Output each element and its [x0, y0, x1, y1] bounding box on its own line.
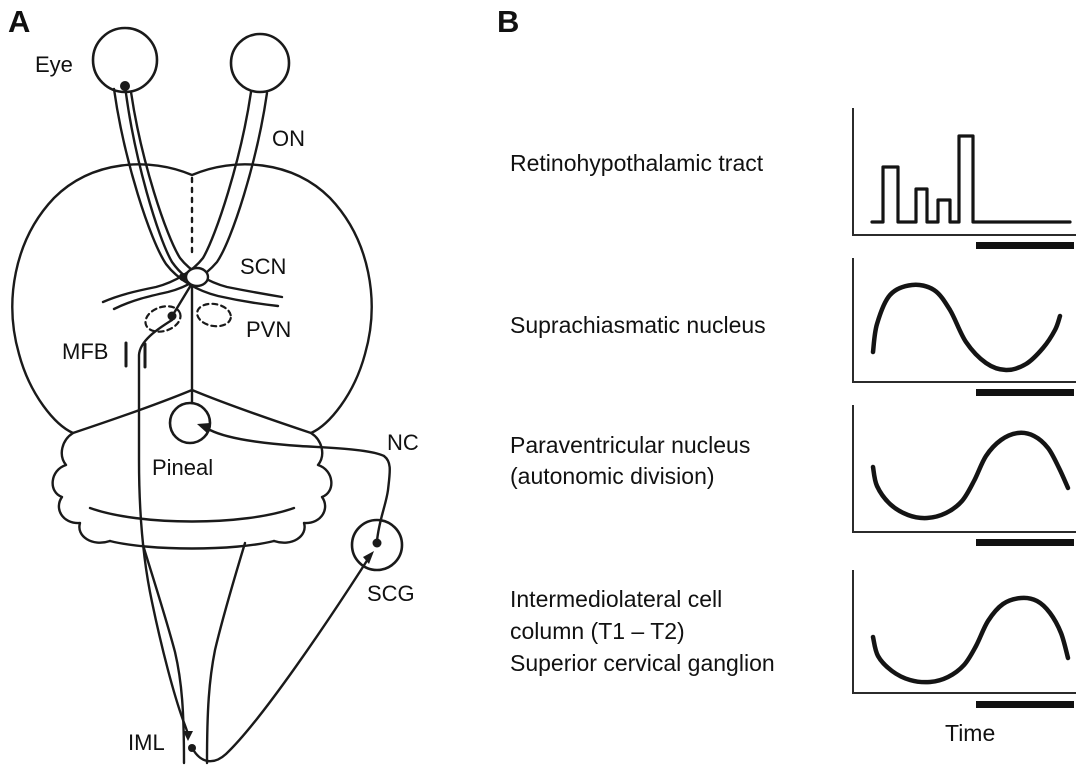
- dark-phase-bar: [976, 701, 1074, 708]
- label-iml: IML: [128, 730, 165, 755]
- plot-retinohypothalamic-tract: [852, 108, 1076, 249]
- optic-nerve-right-outline-a: [101, 90, 253, 304]
- activity-trace: [870, 282, 1063, 373]
- row-label-line: Superior cervical ganglion: [510, 650, 775, 676]
- pvn-synapse-dot: [167, 311, 177, 321]
- retinohypothalamic-axon: [123, 84, 187, 278]
- cerebellum-right-lobes: [272, 431, 333, 544]
- dark-phase-bar: [976, 242, 1074, 249]
- scg-ganglion: [350, 518, 404, 572]
- pvn-ellipse-left: [144, 305, 182, 333]
- activity-trace: [870, 134, 1072, 224]
- activity-trace: [870, 430, 1071, 521]
- label-mfb: MFB: [62, 339, 109, 364]
- scn-node: [184, 266, 210, 288]
- plot-axes: [852, 570, 1076, 694]
- cerebellum-bottom-edge: [108, 539, 276, 550]
- plot-paraventricular-nucleus: [852, 405, 1076, 546]
- scn-to-pvn-fiber: [172, 283, 193, 315]
- label-eye: Eye: [35, 52, 73, 77]
- label-pvn: PVN: [246, 317, 292, 342]
- scg-neuron-dot: [372, 538, 382, 548]
- spinal-cord-right-edge: [205, 541, 247, 765]
- row-label-scn: Suprachiasmatic nucleus: [510, 310, 840, 341]
- row-label-line: Intermediolateral cell: [510, 586, 723, 612]
- activity-trace: [870, 595, 1071, 685]
- iml-to-scg-fiber: [192, 557, 370, 763]
- brain-pathway-diagram: [11, 26, 404, 765]
- scg-arrowhead: [363, 551, 374, 564]
- dark-phase-bar: [976, 539, 1074, 546]
- right-eye: [229, 32, 291, 94]
- plot-axes: [852, 405, 1076, 533]
- panel-b-label: B: [497, 4, 520, 39]
- mfb-descending-fiber: [137, 318, 190, 737]
- row-label-line: (autonomic division): [510, 463, 715, 489]
- dark-phase-bar: [976, 389, 1074, 396]
- pvn-ellipse-right: [196, 302, 232, 328]
- nervus-conarii-fiber: [208, 428, 391, 543]
- panel-a-label: A: [8, 4, 31, 39]
- row-label-line: Paraventricular nucleus: [510, 432, 751, 458]
- label-nc: NC: [387, 430, 419, 455]
- row-label-line: column (T1 – T2): [510, 618, 685, 644]
- row-label-line: Retinohypothalamic tract: [510, 150, 764, 176]
- label-scn: SCN: [240, 254, 287, 279]
- plot-axes: [852, 108, 1076, 236]
- row-label-pvn: Paraventricular nucleus (autonomic divis…: [510, 430, 840, 492]
- chiasm-terminal-dot: [179, 273, 187, 281]
- cerebellum-left-lobes: [51, 431, 112, 544]
- row-label-rht: Retinohypothalamic tract: [510, 148, 840, 179]
- optic-nerve-left-outline-b: [129, 90, 284, 299]
- pineal-gland: [168, 401, 212, 445]
- label-scg: SCG: [367, 581, 415, 606]
- row-label-iml-scg: Intermediolateral cell column (T1 – T2) …: [510, 583, 840, 679]
- label-pineal: Pineal: [152, 455, 214, 480]
- time-axis-label: Time: [945, 720, 996, 746]
- iml-arrowhead: [183, 731, 193, 741]
- pineal-arrowhead: [197, 423, 210, 433]
- plot-iml-scg: [852, 570, 1076, 708]
- label-on: ON: [272, 126, 305, 151]
- row-label-line: Suprachiasmatic nucleus: [510, 312, 766, 338]
- cerebellum-inner-sweep: [88, 506, 296, 523]
- optic-nerve-right-outline-b: [112, 91, 269, 311]
- optic-nerve-left-outline-a: [112, 87, 280, 308]
- plot-axes: [852, 258, 1076, 383]
- plot-suprachiasmatic-nucleus: [852, 258, 1076, 396]
